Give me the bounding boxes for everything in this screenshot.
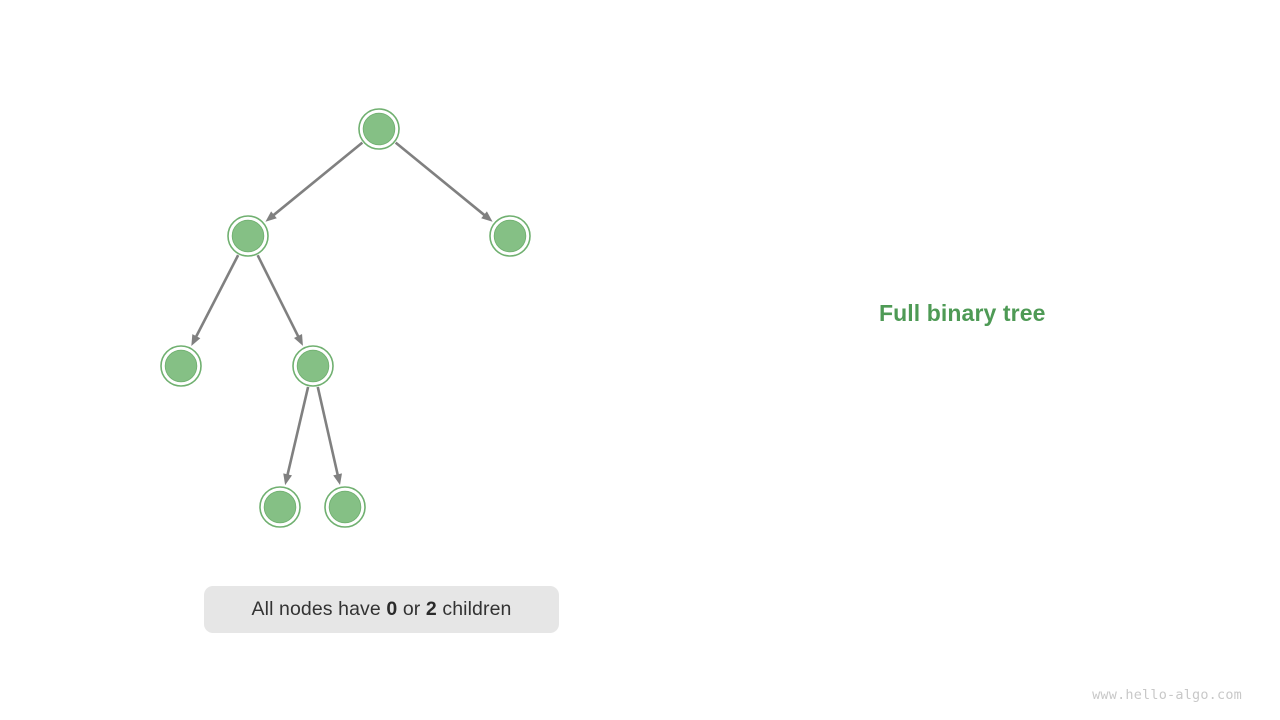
arrowhead-icon	[293, 334, 303, 346]
tree-node[interactable]	[324, 486, 366, 528]
arrowhead-icon	[191, 334, 201, 346]
tree-node[interactable]	[292, 345, 334, 387]
caption-prefix: All nodes have	[251, 598, 387, 620]
arrowhead-icon	[481, 211, 493, 222]
tree-node[interactable]	[227, 215, 269, 257]
tree-node[interactable]	[259, 486, 301, 528]
caption-bold-two: 2	[425, 598, 437, 620]
edge-layer	[191, 141, 493, 486]
node-layer	[160, 108, 531, 528]
tree-node[interactable]	[160, 345, 202, 387]
tree-edge	[316, 386, 342, 486]
tree-edge	[265, 141, 364, 222]
tree-edge	[256, 254, 303, 346]
caption-middle: or	[397, 598, 426, 620]
tree-edge	[191, 254, 240, 346]
tree-node[interactable]	[358, 108, 400, 150]
arrowhead-icon	[333, 473, 342, 486]
caption-box: All nodes have 0 or 2 children	[204, 586, 559, 633]
caption-suffix: children	[436, 598, 512, 620]
tree-node[interactable]	[489, 215, 531, 257]
caption-bold-zero: 0	[386, 598, 398, 620]
caption-text: All nodes have 0 or 2 children	[252, 598, 512, 621]
tree-edge	[394, 141, 493, 222]
diagram-title: Full binary tree	[879, 300, 1046, 326]
arrowhead-icon	[283, 473, 293, 486]
arrowhead-icon	[265, 211, 277, 222]
tree-edge	[283, 386, 310, 486]
watermark: www.hello-algo.com	[1092, 687, 1242, 703]
